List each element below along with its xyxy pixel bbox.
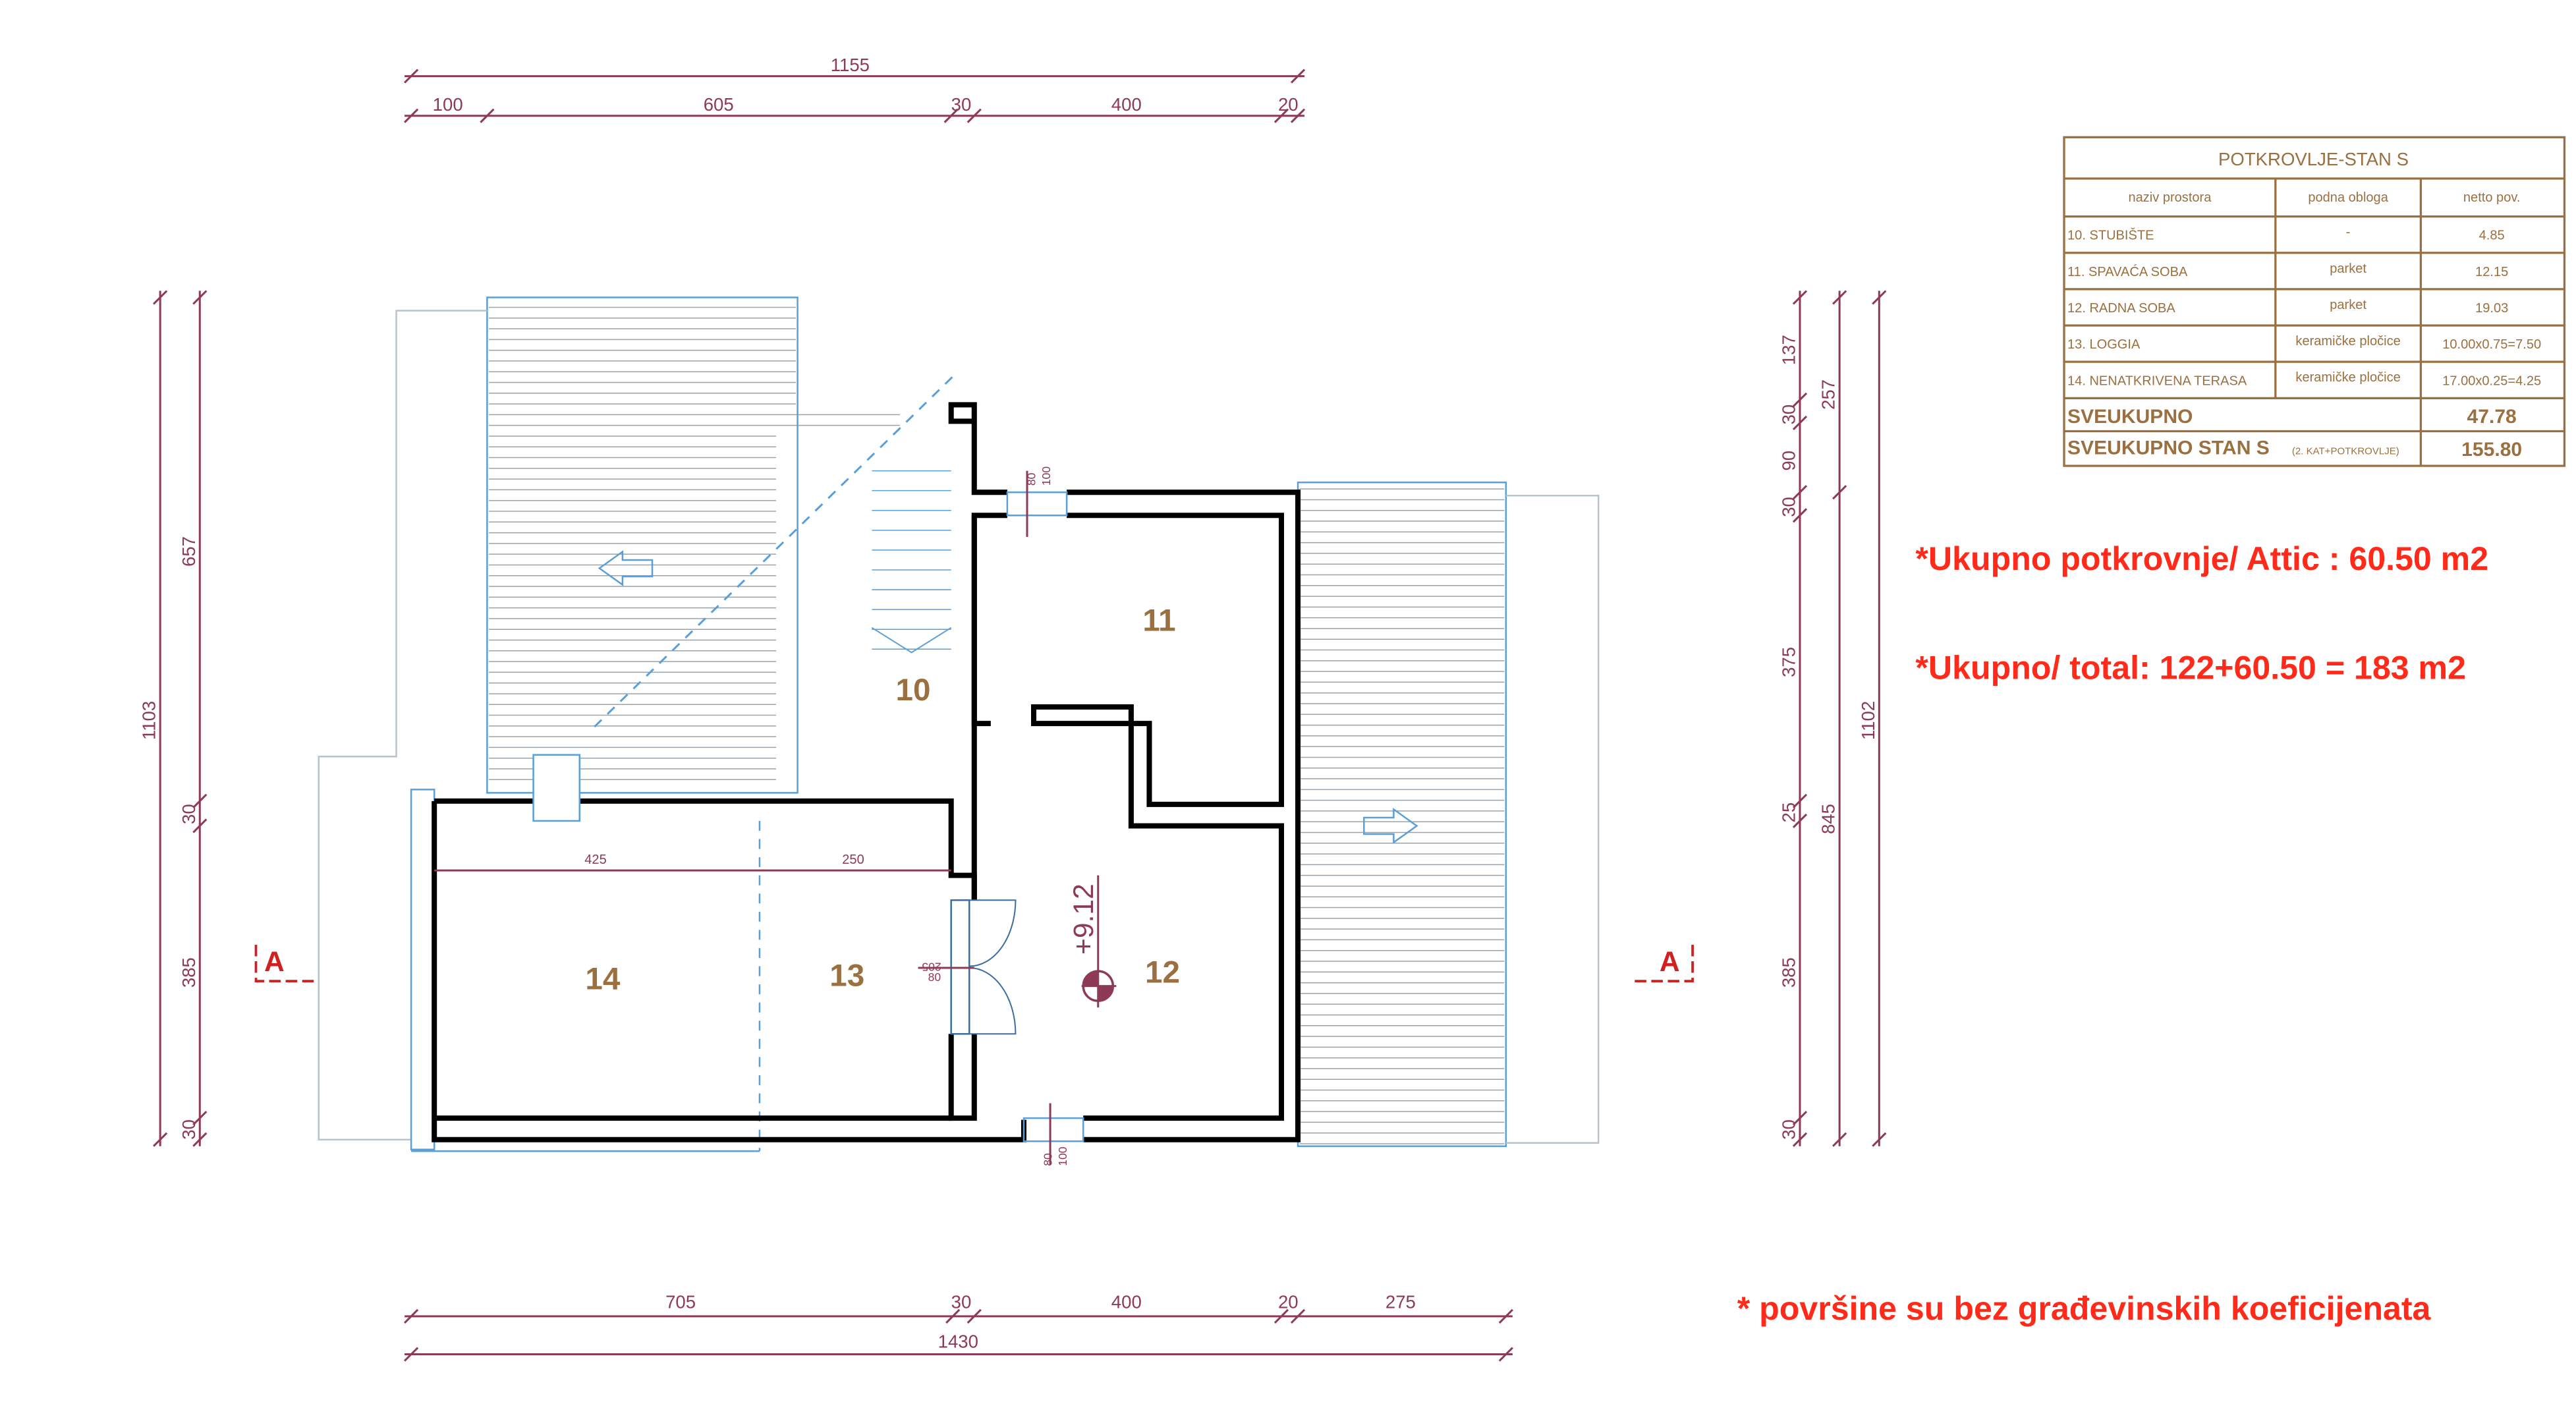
svg-text:605: 605 bbox=[704, 94, 734, 115]
svg-text:1102: 1102 bbox=[1858, 701, 1878, 740]
svg-text:385: 385 bbox=[179, 957, 199, 988]
eave-outline-right bbox=[1505, 494, 1600, 1144]
walls bbox=[432, 402, 1301, 1142]
svg-text:657: 657 bbox=[179, 536, 199, 567]
roof-outline-left bbox=[486, 296, 798, 794]
svg-text:250: 250 bbox=[842, 853, 864, 867]
svg-text:90: 90 bbox=[1778, 451, 1799, 471]
terrace-edge bbox=[410, 789, 435, 1150]
svg-text:155.80: 155.80 bbox=[2461, 439, 2522, 461]
svg-text:1430: 1430 bbox=[938, 1332, 978, 1352]
svg-text:SVEUKUPNO STAN S: SVEUKUPNO STAN S bbox=[2067, 437, 2270, 459]
slope-arrow-right-icon bbox=[1363, 807, 1418, 844]
svg-text:SVEUKUPNO: SVEUKUPNO bbox=[2067, 406, 2193, 428]
svg-text:80: 80 bbox=[1025, 472, 1038, 486]
room-12-label: 12 bbox=[1145, 955, 1180, 990]
room-11-label: 11 bbox=[1142, 604, 1175, 638]
svg-text:A: A bbox=[264, 946, 285, 978]
svg-text:257: 257 bbox=[1818, 379, 1839, 410]
svg-text:47.78: 47.78 bbox=[2467, 406, 2517, 428]
section-marker-left: A bbox=[254, 944, 314, 982]
svg-text:+9.12: +9.12 bbox=[1068, 884, 1100, 955]
table-row-floor: parket bbox=[2330, 298, 2366, 312]
svg-text:100: 100 bbox=[433, 94, 463, 115]
table-row-area: 12.15 bbox=[2475, 265, 2508, 279]
svg-text:425: 425 bbox=[584, 853, 606, 867]
staircase bbox=[871, 470, 952, 654]
svg-text:A: A bbox=[1660, 946, 1680, 978]
table-row-name: 10. STUBIŠTE bbox=[2067, 228, 2154, 243]
table-row-area: 17.00x0.25=4.25 bbox=[2442, 374, 2541, 388]
svg-text:POTKROVLJE-STAN S: POTKROVLJE-STAN S bbox=[2218, 149, 2409, 169]
eave-outline-left bbox=[318, 310, 488, 1140]
svg-text:30: 30 bbox=[1778, 405, 1799, 425]
svg-text:400: 400 bbox=[1111, 94, 1142, 115]
svg-text:400: 400 bbox=[1111, 1291, 1142, 1312]
table-row-name: 12. RADNA SOBA bbox=[2067, 301, 2175, 316]
svg-text:275: 275 bbox=[1386, 1291, 1416, 1312]
table-row-floor: parket bbox=[2330, 262, 2366, 276]
table-row-floor: - bbox=[2346, 225, 2351, 240]
svg-text:100: 100 bbox=[1040, 466, 1053, 486]
table-row-name: 13. LOGGIA bbox=[2067, 337, 2141, 352]
area-table: POTKROVLJE-STAN S naziv prostora podna o… bbox=[2063, 136, 2566, 467]
svg-text:205: 205 bbox=[922, 961, 941, 974]
svg-text:137: 137 bbox=[1778, 335, 1799, 365]
svg-text:100: 100 bbox=[1056, 1146, 1069, 1166]
elevation-marker: +9.12 bbox=[1068, 875, 1117, 1008]
svg-text:naziv prostora: naziv prostora bbox=[2128, 190, 2212, 205]
svg-text:1103: 1103 bbox=[139, 701, 159, 740]
svg-text:845: 845 bbox=[1818, 804, 1839, 834]
svg-text:30: 30 bbox=[1778, 497, 1799, 517]
roof-hatch-right bbox=[1299, 488, 1505, 1144]
svg-text:podna obloga: podna obloga bbox=[2308, 190, 2388, 205]
dimension-chains: 1155 100 605 30 400 20 1103 657 30 385 3… bbox=[139, 55, 1887, 1362]
svg-text:705: 705 bbox=[665, 1291, 696, 1312]
table-row-floor: keramičke pločice bbox=[2295, 334, 2400, 349]
svg-text:20: 20 bbox=[1278, 94, 1299, 115]
table-row-name: 11. SPAVAĆA SOBA bbox=[2067, 264, 2188, 279]
roof-hatch-left bbox=[488, 306, 900, 781]
svg-text:80: 80 bbox=[928, 970, 941, 984]
room-10-label: 10 bbox=[896, 673, 931, 708]
svg-text:30: 30 bbox=[179, 804, 199, 824]
svg-text:80: 80 bbox=[1042, 1153, 1055, 1166]
svg-text:(2. KAT+POTKROVLJE): (2. KAT+POTKROVLJE) bbox=[2292, 446, 2399, 457]
slope-arrow-left-icon bbox=[598, 549, 654, 586]
section-marker-right: A bbox=[1635, 944, 1694, 982]
svg-text:netto pov.: netto pov. bbox=[2463, 190, 2521, 205]
table-row-area: 19.03 bbox=[2475, 301, 2508, 316]
table-row-name: 14. NENATKRIVENA TERASA bbox=[2067, 374, 2247, 388]
table-row-area: 10.00x0.75=7.50 bbox=[2442, 337, 2541, 352]
footnote: * površine su bez građevinskih koeficije… bbox=[1737, 1290, 2432, 1327]
room-14-label: 14 bbox=[585, 962, 620, 997]
svg-text:375: 375 bbox=[1778, 647, 1799, 677]
svg-text:30: 30 bbox=[951, 1291, 972, 1312]
window-top bbox=[1006, 491, 1068, 517]
svg-text:1155: 1155 bbox=[831, 55, 870, 75]
attic-area-note: *Ukupno potkrovnje/ Attic : 60.50 m2 bbox=[1915, 540, 2488, 577]
svg-text:20: 20 bbox=[1278, 1291, 1299, 1312]
svg-text:385: 385 bbox=[1778, 957, 1799, 988]
table-row-area: 4.85 bbox=[2479, 229, 2505, 243]
total-area-note: *Ukupno/ total: 122+60.50 = 183 m2 bbox=[1915, 649, 2466, 686]
table-row-floor: keramičke pločice bbox=[2295, 370, 2400, 385]
ridge-line bbox=[594, 371, 959, 728]
room-13-label: 13 bbox=[829, 959, 864, 994]
window-bottom bbox=[1022, 1117, 1084, 1142]
